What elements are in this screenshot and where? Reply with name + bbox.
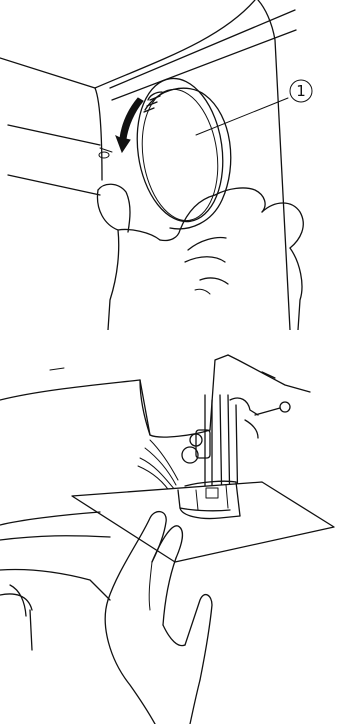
machine-bed	[0, 512, 110, 650]
callout-label: 1	[296, 82, 306, 100]
handwheel-illustration: 1	[0, 0, 339, 330]
callout-1: 1	[196, 80, 312, 135]
presser-foot-illustration	[0, 340, 339, 724]
thread	[138, 440, 178, 495]
hand-turning-wheel	[97, 184, 303, 330]
machine-head	[0, 355, 310, 437]
fabric	[72, 482, 334, 562]
handwheel	[128, 73, 231, 229]
handwheel-drawing: 1	[0, 0, 339, 330]
presser-foot-drawing	[0, 340, 339, 724]
machine-body	[0, 0, 296, 330]
curved-arrow-icon	[116, 98, 143, 152]
